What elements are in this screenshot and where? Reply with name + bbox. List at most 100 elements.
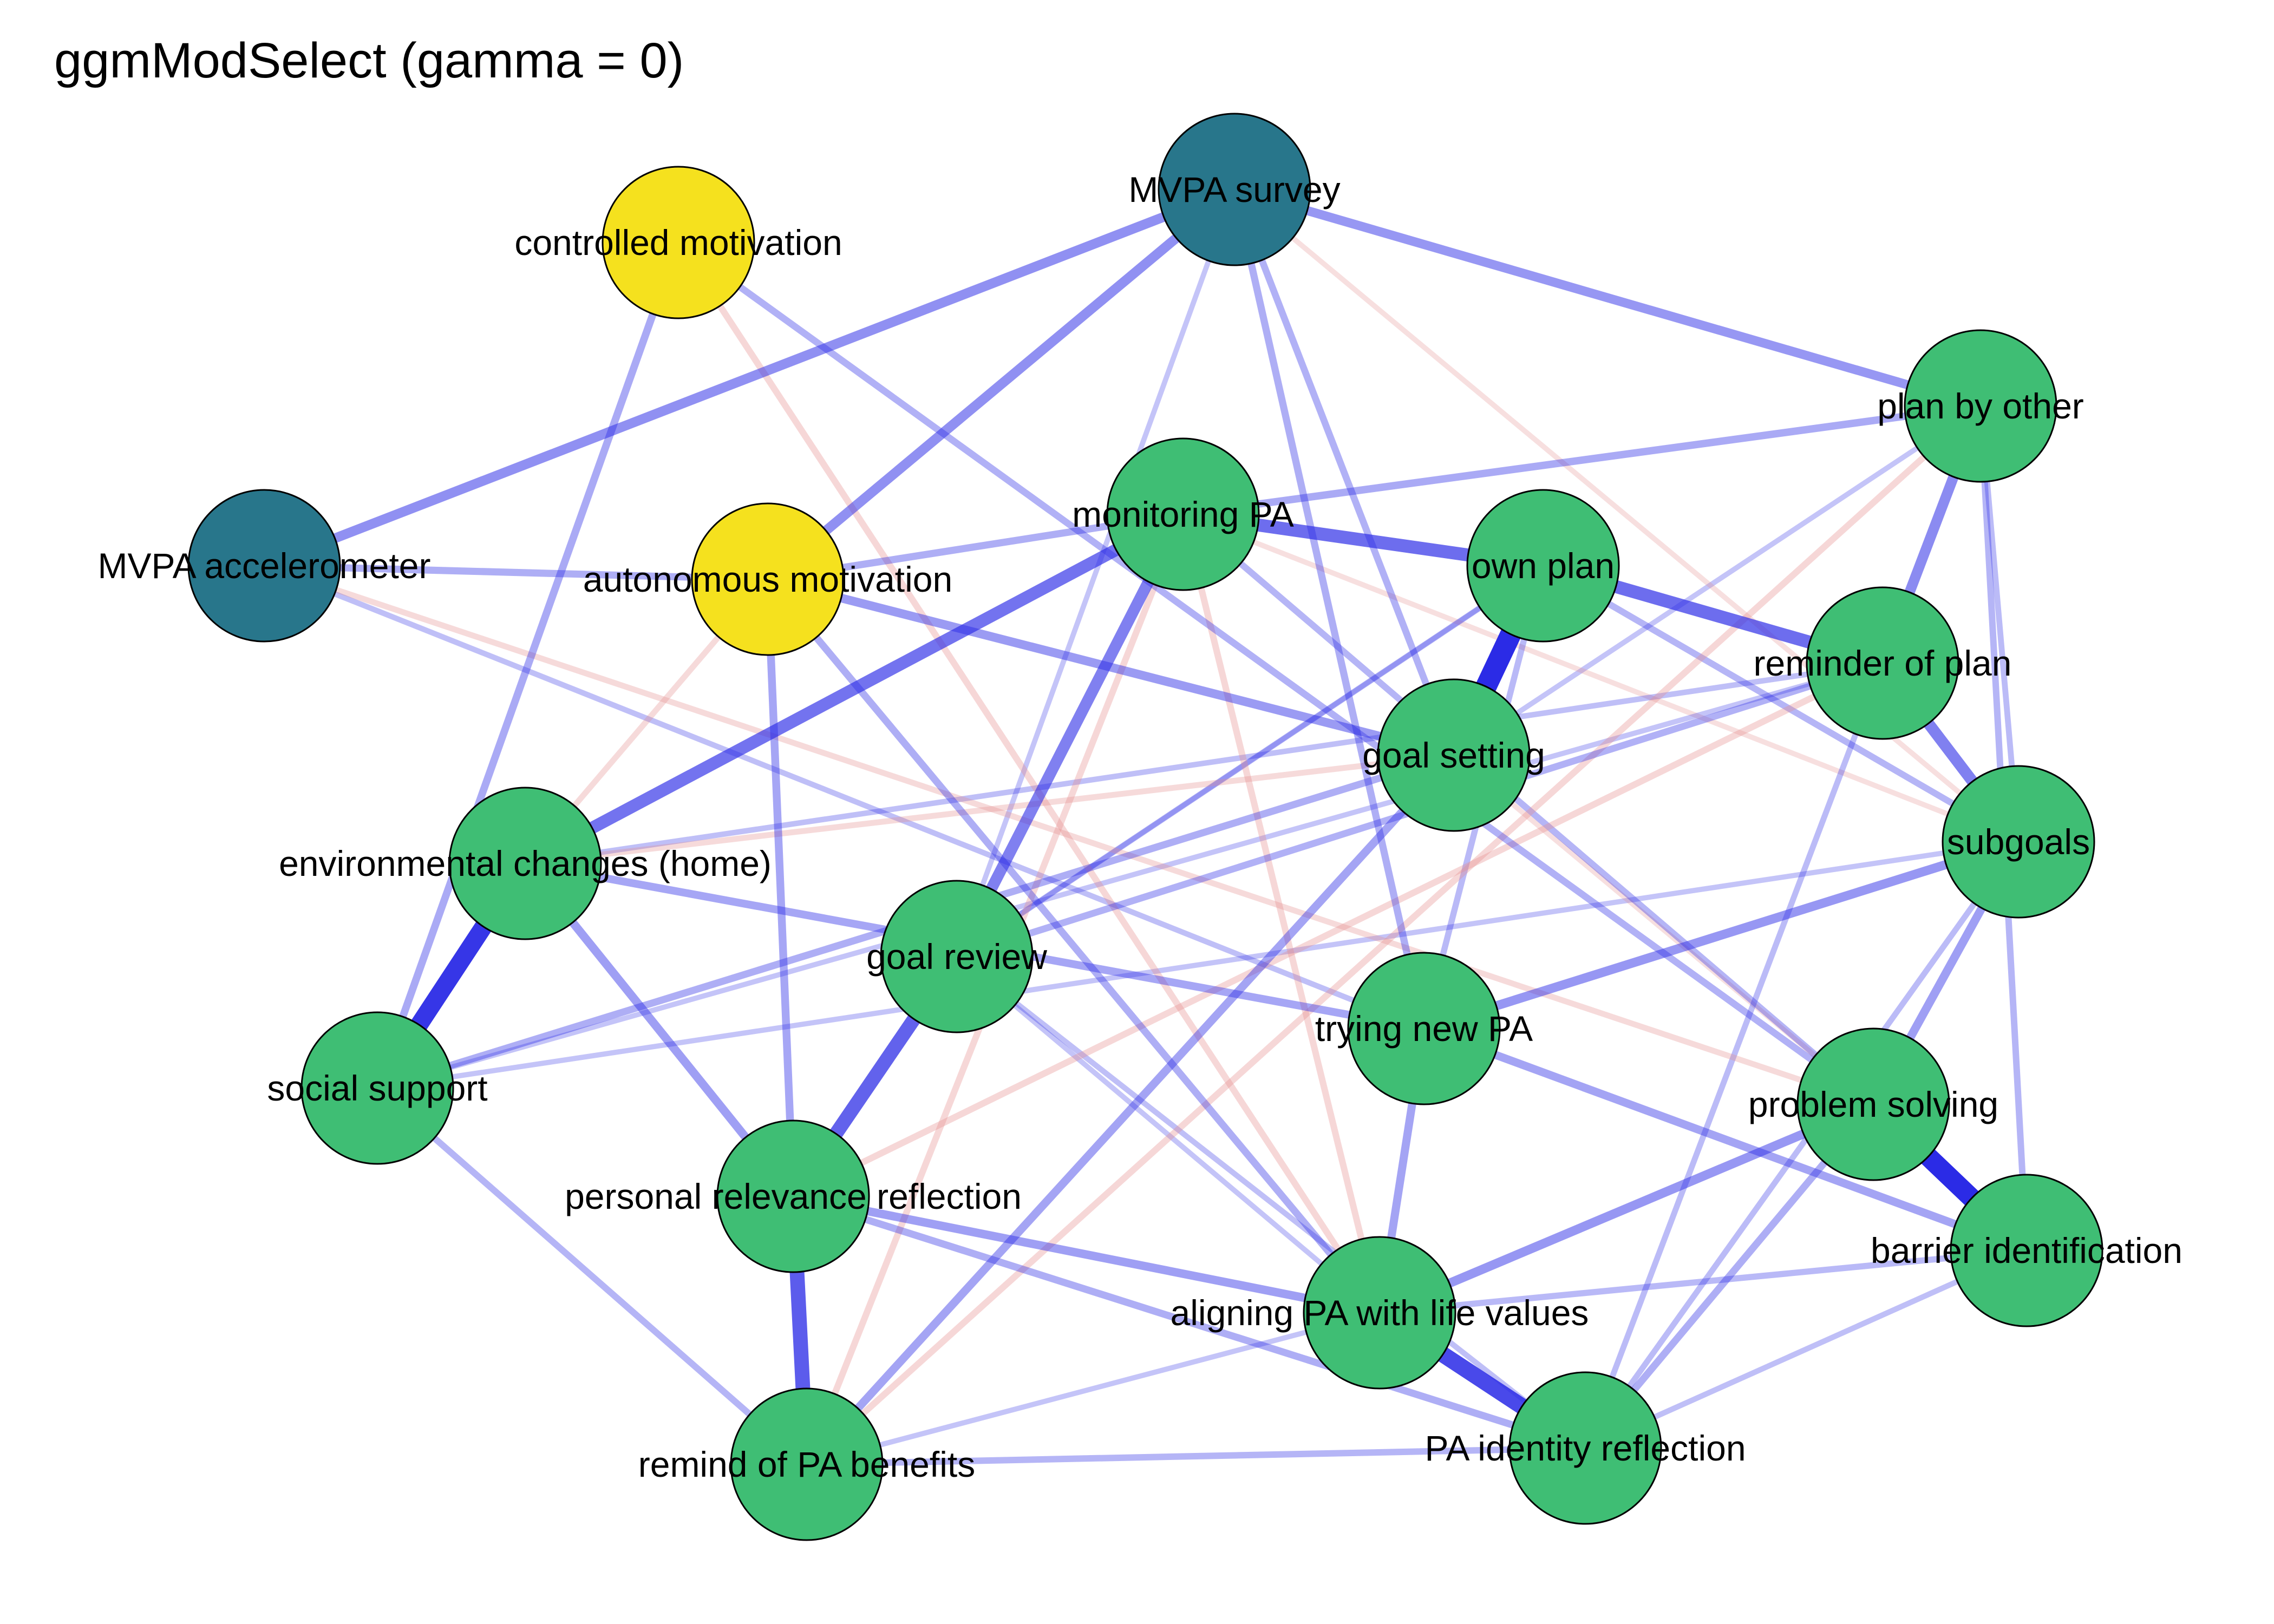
node-autonomous: autonomous motivation [583,502,952,656]
edge-subgoals-identity [1583,840,2021,1450]
node-circle [1904,329,2057,483]
node-mvpa-survey: MVPA survey [1128,113,1341,266]
edge-goal_setting-remind_benefits [803,752,1457,1468]
node-circle [1158,113,1311,266]
node-label: aligning PA with life values [1171,1293,1589,1333]
node-goal-setting: goal setting [1362,678,1545,832]
edge-mvpa_survey-trying_new [1231,188,1428,1030]
node-label: problem solving [1748,1084,1998,1124]
edge-goal_setting-problem_solving [1452,753,1876,1106]
node-label: social support [267,1068,487,1108]
node-problem-solving: problem solving [1748,1027,1998,1181]
node-identity: PA identity reflection [1424,1371,1746,1525]
node-circle [730,1387,884,1541]
edge-monitoring-plan_other [1182,402,1981,518]
edge-mvpa_survey-goal_setting [1231,188,1457,757]
node-env-changes: environmental changes (home) [279,787,772,940]
node-label: trying new PA [1315,1009,1533,1049]
node-aligning: aligning PA with life values [1171,1236,1589,1390]
node-own-plan: own plan [1466,489,1620,643]
node-circle [1347,952,1501,1105]
edge-social_support-reminder_plan [376,660,1884,1091]
edge-mvpa_survey-plan_other [1233,185,1982,411]
edge-mvpa_accel-problem_solving [263,562,1874,1108]
node-circle [1106,437,1260,591]
node-reminder-plan: reminder of plan [1754,586,2012,740]
node-circle [1806,586,1959,740]
edge-monitoring-problem_solving [1181,512,1876,1107]
edge-autonomous-aligning [764,577,1383,1315]
node-circle [691,502,845,656]
node-label: goal setting [1362,735,1545,775]
edge-trying_new-barrier_id [1422,1024,2028,1255]
edge-reminder_plan-identity [1582,662,1886,1449]
node-circle [1950,1174,2103,1327]
edge-own_plan-subgoals [1541,562,2021,845]
graph-title: ggmModSelect (gamma = 0) [54,33,684,88]
node-monitoring: monitoring PA [1072,437,1294,591]
node-label: reminder of plan [1754,643,2012,683]
edge-monitoring-env_changes [522,508,1186,869]
node-circle [1377,678,1531,832]
node-label: autonomous motivation [583,559,952,599]
node-label: PA identity reflection [1424,1428,1746,1468]
edge-remind_benefits-aligning [806,1310,1381,1467]
edge-own_plan-goal_review [955,563,1545,959]
node-circle [448,787,602,940]
edge-pers_relevance-identity [792,1193,1586,1452]
node-circle [300,1011,454,1165]
edge-mvpa_survey-mvpa_accel [262,185,1237,571]
edge-controlled-problem_solving [676,239,1876,1108]
node-label: environmental changes (home) [279,843,772,883]
edge-goal_review-aligning [955,954,1382,1315]
edge-subgoals-trying_new [1422,837,2020,1033]
edge-autonomous-pers_relevance [763,579,798,1197]
edge-mvpa_accel-trying_new [263,563,1425,1031]
edge-problem_solving-aligning [1377,1100,1876,1317]
node-circle [880,880,1034,1033]
edge-mvpa_accel-autonomous [264,562,768,583]
edge-plan_other-goal_setting [1452,403,1982,758]
node-social-support: social support [267,1011,488,1165]
edge-aligning-barrier_id [1379,1247,2027,1316]
edge-monitoring-goal_review [951,512,1188,959]
node-circle [1303,1236,1456,1390]
node-label: MVPA survey [1128,169,1340,209]
edge-goal_review-own_plan [955,564,1545,959]
node-circle [602,166,755,319]
edge-monitoring-subgoals [1182,512,2020,844]
edge-mvpa_survey-goal_review [954,188,1237,958]
node-circle [716,1119,870,1273]
edge-social_support-remind_benefits [375,1085,809,1467]
node-layer: MVPA survey controlled motivation plan by … [97,113,2182,1541]
node-circle [1796,1027,1950,1181]
node-label: plan by other [1877,386,2084,426]
node-label: subgoals [1947,822,2090,862]
node-remind-benefits: remind of PA benefits [638,1387,975,1541]
node-trying-new: trying new PA [1315,952,1533,1105]
node-circle [1942,765,2095,919]
edge-env_changes-goal_setting [525,752,1454,867]
node-label: personal relevance reflection [565,1176,1022,1216]
node-subgoals: subgoals [1942,765,2095,919]
edge-mvpa_survey-autonomous [764,186,1238,583]
node-label: monitoring PA [1072,494,1294,534]
edge-identity-barrier_id [1584,1248,2028,1451]
edge-remind_benefits-identity [806,1445,1586,1468]
node-pers-relevance: personal relevance reflection [565,1119,1022,1273]
node-circle [187,489,341,643]
node-circle [1508,1371,1662,1525]
node-controlled: controlled motivation [514,166,842,319]
edge-social_support-subgoals [377,839,2019,1091]
node-label: controlled motivation [514,222,842,263]
node-label: goal review [866,937,1047,977]
edge-controlled-aligning [675,240,1383,1315]
edge-pers_relevance-reminder_plan [792,660,1884,1200]
edge-pers_relevance-aligning [792,1192,1381,1317]
node-label: MVPA accelerometer [97,546,430,586]
edge-monitoring-aligning [1180,513,1383,1314]
edge-env_changes-reminder_plan [525,660,1883,867]
node-label: barrier identification [1871,1230,2182,1271]
edge-remind_benefits-plan_other [804,403,1983,1467]
node-circle [1466,489,1620,643]
